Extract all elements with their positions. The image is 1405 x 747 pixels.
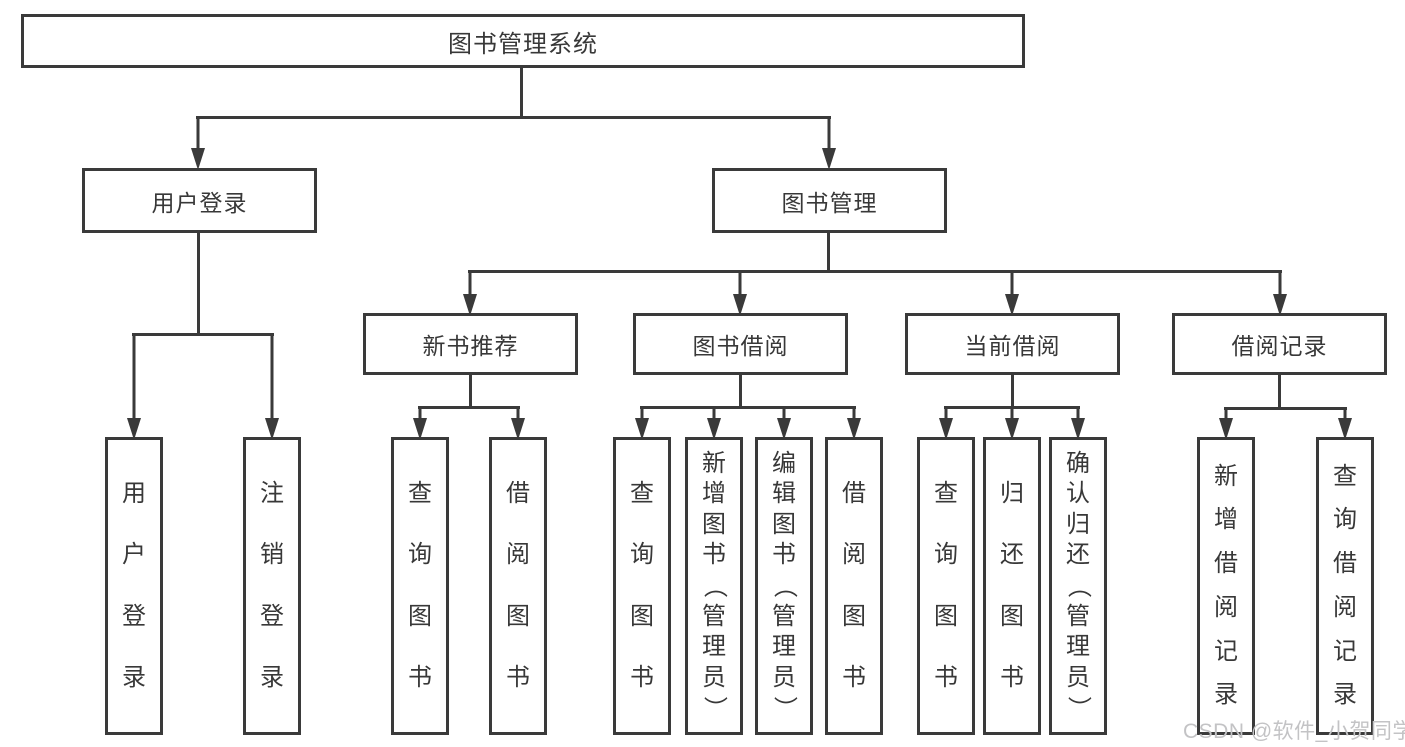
connector-book-borrow-stem (739, 375, 742, 409)
arrow-records-add (1219, 407, 1233, 440)
arrow-current-confirm (1071, 406, 1085, 440)
connector-level3-horizontal (468, 270, 1282, 273)
leaf-current-return-books: 归还图书 (983, 437, 1041, 735)
connector-records-stem (1278, 375, 1281, 410)
leaf-records-query-record: 查询借阅记录 (1316, 437, 1374, 735)
arrow-to-book-borrow (733, 270, 747, 316)
arrow-newbook-query (413, 406, 427, 440)
connector-user-login-horizontal (132, 333, 274, 336)
leaf-newbook-query-books: 查询图书 (391, 437, 449, 735)
arrow-records-query (1338, 407, 1352, 440)
leaf-borrow-add-books-admin: 新增图书（管理员） (685, 437, 743, 735)
node-book-borrowing: 图书借阅 (633, 313, 848, 375)
arrow-to-borrow-records (1273, 270, 1287, 316)
arrow-newbook-borrow (511, 406, 525, 440)
arrow-to-logout-leaf (265, 333, 279, 440)
connector-records-horizontal (1224, 407, 1347, 410)
node-library-management-system: 图书管理系统 (21, 14, 1025, 68)
connector-user-login-stem (197, 233, 200, 336)
arrow-borrow-add (707, 406, 721, 440)
leaf-borrow-query-books: 查询图书 (613, 437, 671, 735)
leaf-borrow-edit-books-admin: 编辑图书（管理员） (755, 437, 813, 735)
leaf-borrow-borrow-books: 借阅图书 (825, 437, 883, 735)
arrow-current-return (1005, 406, 1019, 440)
arrow-to-new-book-rec (463, 270, 477, 316)
node-new-book-recommendation: 新书推荐 (363, 313, 578, 375)
node-current-borrowing: 当前借阅 (905, 313, 1120, 375)
arrow-borrow-borrow (847, 406, 861, 440)
leaf-newbook-borrow-books: 借阅图书 (489, 437, 547, 735)
connector-current-borrow-stem (1011, 375, 1014, 409)
arrow-borrow-edit (777, 406, 791, 440)
node-book-management-branch: 图书管理 (712, 168, 947, 233)
connector-new-book-horizontal (418, 406, 520, 409)
leaf-current-query-books: 查询图书 (917, 437, 975, 735)
connector-root-stem (520, 68, 523, 119)
node-borrowing-records: 借阅记录 (1172, 313, 1387, 375)
arrow-to-book-management (822, 116, 836, 170)
leaf-records-add-record: 新增借阅记录 (1197, 437, 1255, 735)
connector-book-management-stem (827, 233, 830, 273)
csdn-watermark: CSDN @软件_小贺同学 (1183, 720, 1405, 743)
arrow-to-login-leaf (127, 333, 141, 440)
leaf-logout: 注销登录 (243, 437, 301, 735)
arrow-to-current-borrow (1005, 270, 1019, 316)
arrow-borrow-query (635, 406, 649, 440)
connector-book-borrow-horizontal (640, 406, 856, 409)
connector-new-book-stem (469, 375, 472, 409)
node-user-login-branch: 用户登录 (82, 168, 317, 233)
connector-level1-horizontal (196, 116, 831, 119)
arrow-to-user-login (191, 116, 205, 170)
arrow-current-query (939, 406, 953, 440)
leaf-current-confirm-return-admin: 确认归还（管理员） (1049, 437, 1107, 735)
leaf-user-login: 用户登录 (105, 437, 163, 735)
